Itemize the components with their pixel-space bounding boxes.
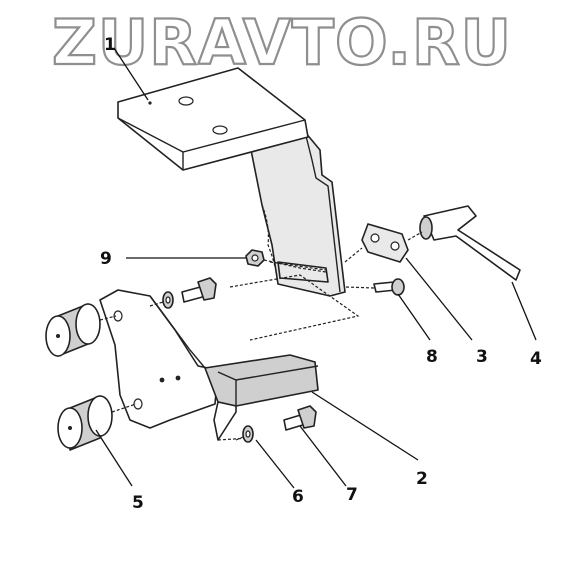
- callout-5: 5: [132, 493, 144, 513]
- part-5-bushing-top: [45, 303, 117, 357]
- leader-line-3: [405, 257, 473, 341]
- part-1-upper-bracket: [117, 67, 346, 297]
- callout-4: 4: [530, 349, 542, 369]
- leader-line-5: [95, 429, 133, 487]
- callout-8: 8: [426, 347, 438, 367]
- part-8-bolt: [345, 278, 405, 296]
- part-3-plate: [344, 223, 409, 263]
- part-2-lower-bracket: [99, 274, 360, 441]
- callout-3: 3: [476, 347, 488, 367]
- part-6-washer: [242, 425, 254, 443]
- leader-line-8: [397, 293, 431, 341]
- part-4-handle: [407, 205, 521, 281]
- part-5-bushing-bottom: [57, 395, 137, 451]
- callout-7: 7: [346, 485, 358, 505]
- part-7-bolt: [235, 405, 317, 441]
- upper-bolt-and-washer: [149, 277, 217, 309]
- watermark-text: ZURAVTO.RU: [52, 6, 512, 79]
- callout-1: 1: [104, 35, 116, 55]
- leader-line-1: [113, 47, 149, 101]
- callout-2: 2: [416, 469, 428, 489]
- leader-line-4: [511, 281, 537, 341]
- leader-line-7: [299, 425, 347, 487]
- leader-line-2: [311, 391, 419, 461]
- leader-line-6: [255, 439, 295, 489]
- part-9-nut: [245, 249, 327, 273]
- callout-6: 6: [292, 487, 304, 507]
- callout-9: 9: [100, 249, 112, 269]
